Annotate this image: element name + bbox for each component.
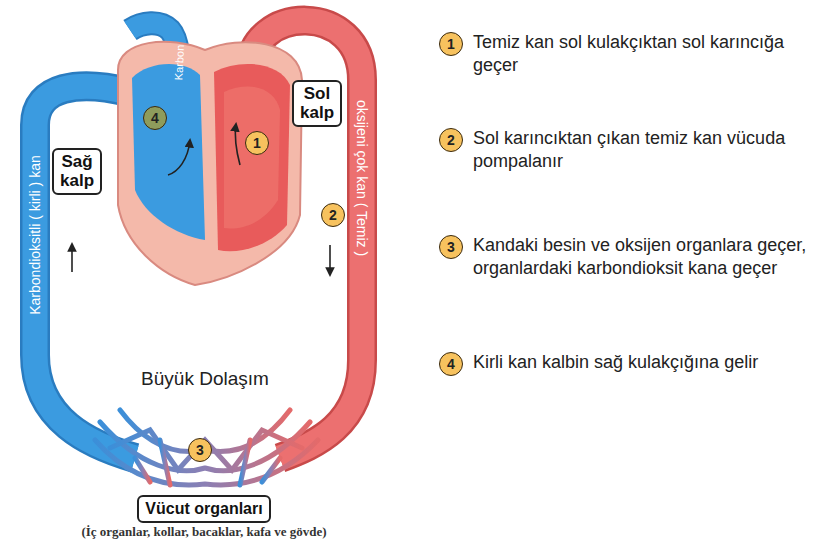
- box-text: Sağ kalp: [60, 153, 94, 190]
- label-box: Vücut organları: [137, 495, 270, 523]
- section-title: Büyük Dolaşım: [141, 369, 269, 388]
- callout-number: 4: [143, 106, 167, 130]
- vessel-label: oksijeni çok kan ( Temiz ): [355, 100, 369, 256]
- callout-number: 3: [439, 235, 463, 259]
- label-box: Sağ kalp: [52, 148, 102, 195]
- callout-text: 1: [447, 37, 455, 51]
- vessel-label: Karbondioksitli ( kirli ) kan: [28, 155, 42, 315]
- step-text: Temiz kan sol kulakçıktan sol karıncığa …: [473, 31, 830, 77]
- callout-number: 2: [439, 128, 463, 152]
- callout-number: 1: [439, 32, 463, 56]
- callout-text: 3: [196, 443, 204, 457]
- callout-number: 2: [321, 203, 345, 227]
- box-text: Sol kalp: [300, 85, 334, 122]
- step-text: Kandaki besin ve oksijen organlara geçer…: [473, 234, 830, 280]
- label-box: Sol kalp: [292, 80, 342, 127]
- callout-text: 2: [447, 133, 455, 147]
- callout-number: 3: [188, 438, 212, 462]
- box-text: Vücut organları: [145, 500, 262, 518]
- organ-note: (İç organlar, kollar, bacaklar, kafa ve …: [81, 525, 326, 538]
- callout-number: 1: [245, 131, 269, 155]
- vessel-label: Karbon: [174, 44, 187, 80]
- callout-text: 2: [329, 208, 337, 222]
- callout-text: 3: [447, 240, 455, 254]
- step-text: Kirli kan kalbin sağ kulakçığına gelir: [473, 351, 830, 374]
- callout-text: 4: [447, 357, 455, 371]
- callout-text: 4: [151, 111, 159, 125]
- callout-number: 4: [439, 352, 463, 376]
- step-text: Sol karıncıktan çıkan temiz kan vücuda p…: [473, 127, 830, 173]
- callout-text: 1: [253, 136, 261, 150]
